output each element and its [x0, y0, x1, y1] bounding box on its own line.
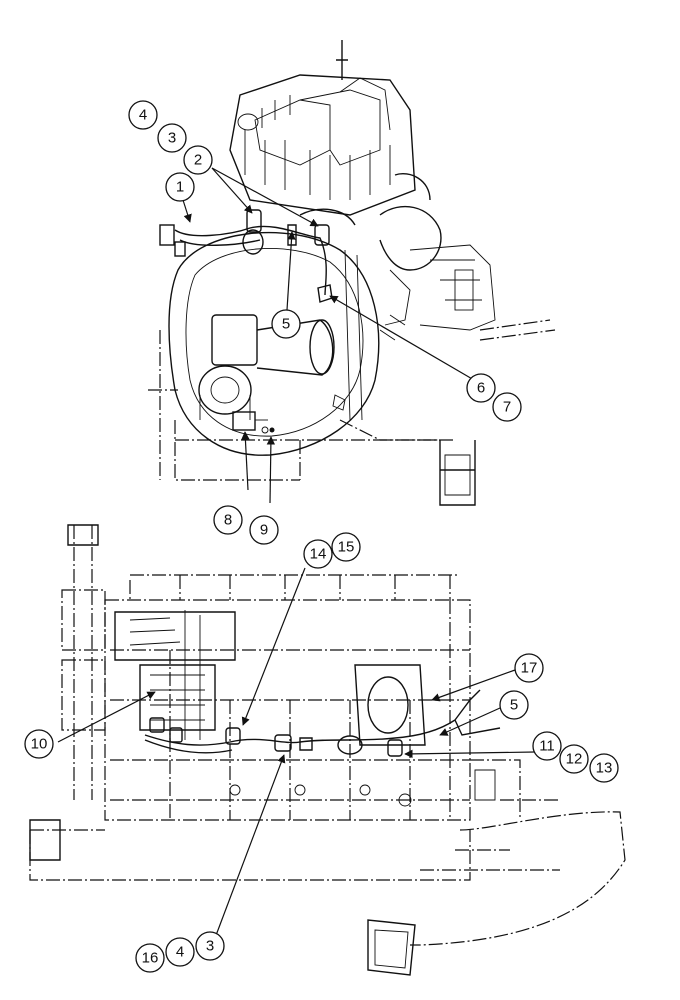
callout-15: 15	[331, 532, 361, 562]
callout-16: 16	[135, 943, 165, 973]
callout-4-top: 4	[128, 100, 158, 130]
callout-9: 9	[249, 515, 279, 545]
callout-3-top: 3	[157, 123, 187, 153]
callout-3-bottom: 3	[195, 931, 225, 961]
svg-text:7: 7	[503, 399, 511, 416]
leader-lines	[57, 167, 536, 939]
svg-text:13: 13	[596, 760, 613, 777]
svg-text:5: 5	[282, 316, 290, 333]
svg-text:6: 6	[477, 380, 485, 397]
callout-1: 1	[165, 172, 195, 202]
bottom-engine-view	[29, 524, 626, 976]
callout-12: 12	[559, 744, 589, 774]
callout-13: 13	[589, 753, 619, 783]
svg-text:17: 17	[521, 660, 538, 677]
callout-5-bottom: 5	[499, 690, 529, 720]
svg-text:4: 4	[139, 107, 147, 124]
callout-7: 7	[492, 392, 522, 422]
callout-8: 8	[213, 505, 243, 535]
svg-text:3: 3	[168, 130, 176, 147]
callout-4-bottom: 4	[165, 937, 195, 967]
svg-text:5: 5	[510, 697, 518, 714]
svg-text:8: 8	[224, 512, 232, 529]
svg-text:1: 1	[176, 179, 184, 196]
svg-text:16: 16	[142, 950, 159, 967]
callout-2: 2	[183, 145, 213, 175]
svg-text:4: 4	[176, 944, 184, 961]
svg-text:11: 11	[539, 738, 555, 755]
callout-6: 6	[466, 373, 496, 403]
top-engine-view	[148, 40, 556, 506]
callout-5-top: 5	[271, 309, 301, 339]
svg-text:10: 10	[31, 736, 48, 753]
svg-text:12: 12	[566, 751, 583, 768]
callout-14: 14	[303, 539, 333, 569]
callout-11: 11	[532, 731, 562, 761]
svg-text:9: 9	[260, 522, 268, 539]
callout-17: 17	[514, 653, 544, 683]
svg-text:3: 3	[206, 938, 214, 955]
svg-text:14: 14	[310, 546, 327, 563]
svg-text:2: 2	[194, 152, 202, 169]
svg-text:15: 15	[338, 539, 355, 556]
callout-10: 10	[24, 729, 54, 759]
